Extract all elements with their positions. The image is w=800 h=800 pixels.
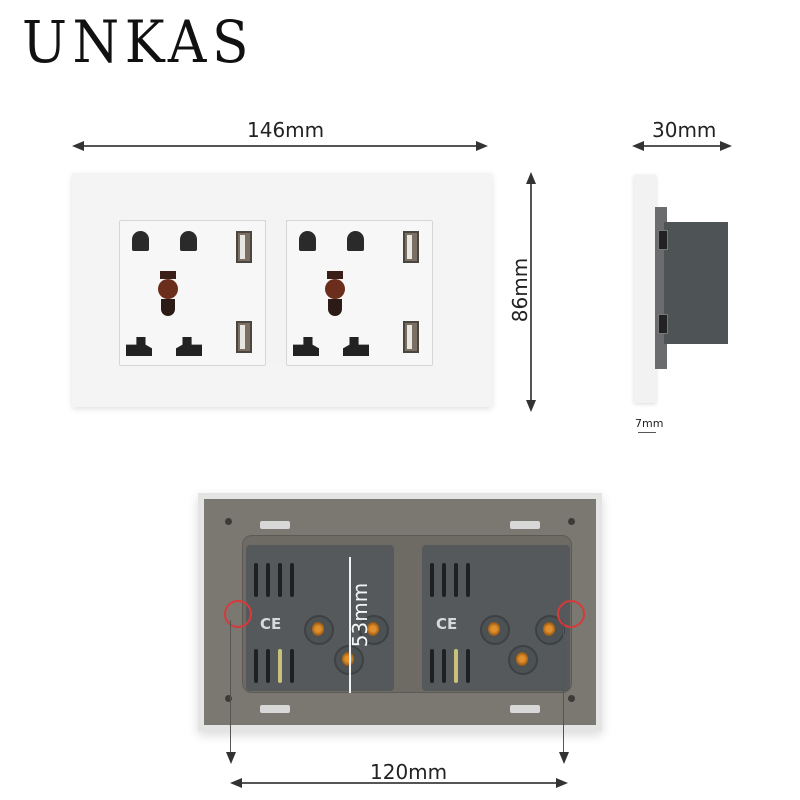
mounting-hole-highlight (557, 600, 585, 628)
depth-dimension-label: 30mm (652, 118, 717, 142)
socket-pin-icon (126, 337, 152, 356)
left-hole-leader-line (230, 620, 231, 756)
screw-hole (225, 518, 232, 525)
arrow-right-icon (720, 141, 732, 151)
arrow-up-icon (526, 172, 536, 184)
arrow-left-icon (230, 778, 242, 788)
height-dimension-line (530, 178, 532, 406)
screw-hole (225, 695, 232, 702)
mounting-clip (510, 705, 540, 713)
socket-pin-icon (299, 231, 316, 251)
usb-port-icon (236, 321, 252, 353)
hole-spacing-dimension-label: 120mm (370, 760, 448, 784)
height-dimension-label: 86mm (508, 257, 533, 323)
socket-pin-icon (293, 337, 319, 356)
mounting-hole-highlight (224, 600, 252, 628)
arrow-down-icon (226, 752, 236, 764)
arrow-left-icon (72, 141, 84, 151)
usb-port-icon (403, 231, 419, 263)
mounting-clip (260, 521, 290, 529)
depth-dimension-line (636, 145, 724, 147)
terminal-screw-icon (480, 615, 510, 645)
right-hole-leader-line (563, 620, 564, 756)
socket-module-left (119, 220, 266, 366)
mounting-clip (260, 705, 290, 713)
inner-height-dimension-line (349, 557, 351, 693)
ce-mark: CE (260, 615, 282, 633)
back-view: CE CE 53mm (198, 493, 602, 731)
inner-height-dimension-label: 53mm (348, 582, 373, 648)
width-dimension-line (76, 145, 480, 147)
arrow-down-icon (559, 752, 569, 764)
module-divider (265, 220, 287, 364)
socket-module-right (286, 220, 433, 366)
socket-pin-icon (343, 337, 369, 356)
thickness-dimension-label: 7mm (635, 417, 664, 430)
usb-port-icon (658, 230, 668, 250)
terminal-screw-icon (304, 615, 334, 645)
screw-hole (568, 695, 575, 702)
thickness-dimension-line (638, 432, 656, 433)
socket-pin-icon (347, 231, 364, 251)
back-frame: CE CE 53mm (204, 499, 596, 725)
hole-spacing-dimension-line (234, 782, 560, 784)
screw-hole (568, 518, 575, 525)
socket-pin-icon (132, 231, 149, 251)
usb-port-icon (403, 321, 419, 353)
side-view-body (658, 222, 728, 344)
arrow-right-icon (476, 141, 488, 151)
brand-logo: UNKAS (22, 8, 255, 76)
ground-pin-icon (158, 271, 178, 316)
side-view-plate (634, 175, 656, 403)
socket-pin-icon (180, 231, 197, 251)
width-dimension-label: 146mm (247, 118, 325, 142)
terminal-screw-icon (359, 615, 389, 645)
back-module-left: CE (246, 545, 394, 691)
arrow-down-icon (526, 400, 536, 412)
terminal-screw-icon (508, 645, 538, 675)
mounting-clip (510, 521, 540, 529)
terminal-screw-icon (535, 615, 565, 645)
arrow-right-icon (556, 778, 568, 788)
ground-pin-icon (325, 271, 345, 316)
back-module-right: CE (422, 545, 570, 691)
front-plate (72, 173, 492, 407)
usb-port-icon (658, 314, 668, 334)
usb-port-icon (236, 231, 252, 263)
arrow-left-icon (632, 141, 644, 151)
ce-mark: CE (436, 615, 458, 633)
socket-pin-icon (176, 337, 202, 356)
